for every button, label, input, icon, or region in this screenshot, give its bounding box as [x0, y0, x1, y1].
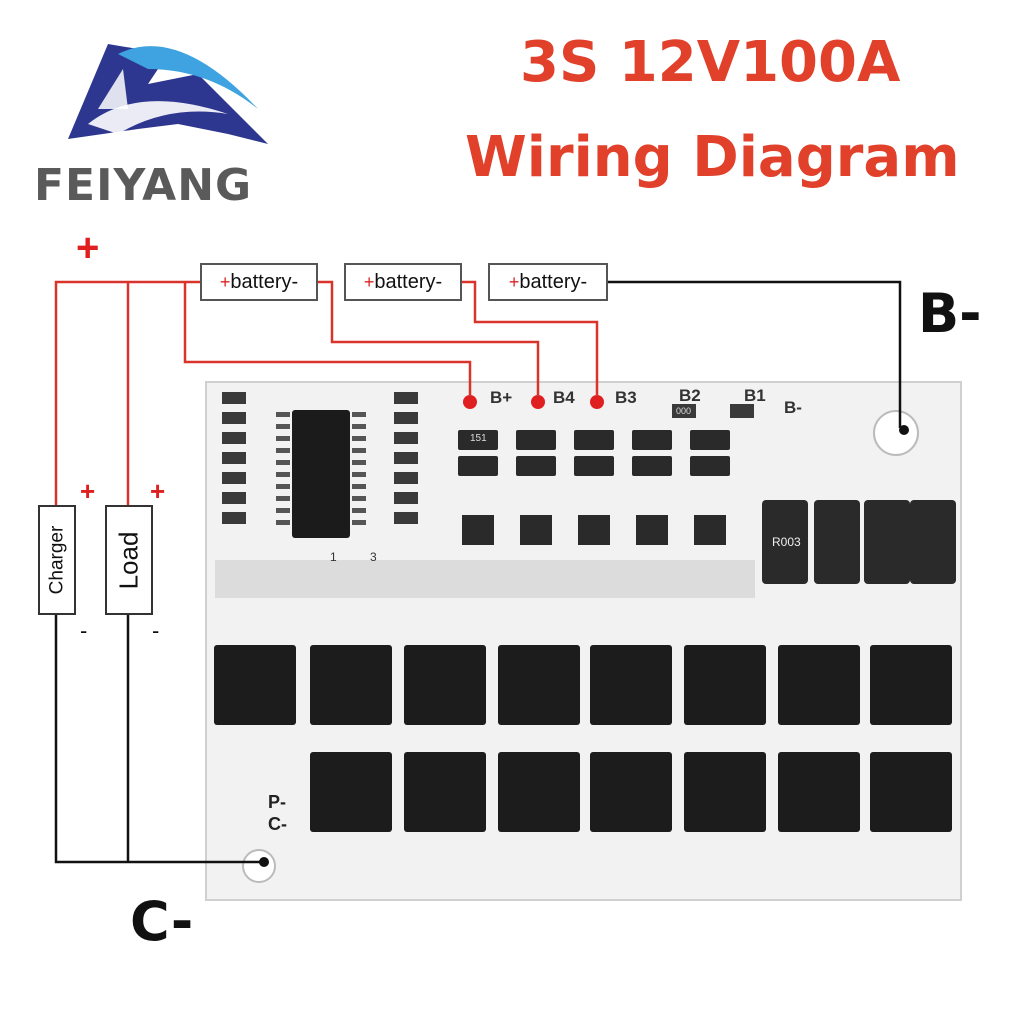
- silk-3: 3: [370, 550, 377, 564]
- feiyang-logo: [68, 44, 268, 144]
- battery-1: + battery -: [200, 263, 318, 301]
- battery-3-plus: +: [508, 271, 520, 292]
- resistor-code: 151: [470, 433, 487, 444]
- battery-1-label: battery: [230, 270, 292, 293]
- brand-name: FEIYANG: [34, 160, 253, 211]
- load-plus: +: [150, 476, 166, 506]
- battery-3-minus: -: [580, 270, 588, 293]
- title-line-1: 3S 12V100A: [520, 30, 901, 95]
- load-minus: -: [152, 618, 160, 643]
- output-c-minus: C-: [268, 814, 287, 834]
- charger-minus: -: [80, 618, 88, 643]
- b-minus-label: B-: [918, 282, 982, 345]
- title-line-2: Wiring Diagram: [465, 125, 960, 190]
- pad-b4: B4: [553, 388, 575, 407]
- battery-2-minus: -: [435, 270, 443, 293]
- load-label: Load: [113, 531, 144, 589]
- main-plus-label: +: [76, 226, 100, 270]
- battery-3: + battery -: [488, 263, 608, 301]
- output-p-minus: P-: [268, 792, 286, 812]
- battery-2-plus: +: [363, 271, 375, 292]
- battery-2-label: battery: [374, 270, 436, 293]
- pad-b-minus: B-: [784, 398, 802, 417]
- battery-1-minus: -: [291, 270, 299, 293]
- charger-box: Charger: [38, 505, 76, 615]
- charger-label: Charger: [46, 525, 67, 595]
- charger-plus: +: [80, 476, 96, 506]
- bms-board: [205, 381, 962, 901]
- battery-1-plus: +: [219, 271, 231, 292]
- load-box: Load: [105, 505, 153, 615]
- battery-2: + battery -: [344, 263, 462, 301]
- pad-b2: B2: [679, 386, 701, 405]
- pad-b1: B1: [744, 386, 766, 405]
- pad-b-plus: B+: [490, 388, 513, 407]
- shunt-code: R003: [772, 535, 801, 549]
- resistor-code-b2: 000: [676, 406, 692, 416]
- battery-3-label: battery: [519, 270, 581, 293]
- c-minus-label: C-: [130, 890, 194, 953]
- silk-1: 1: [330, 550, 337, 564]
- pad-b3: B3: [615, 388, 637, 407]
